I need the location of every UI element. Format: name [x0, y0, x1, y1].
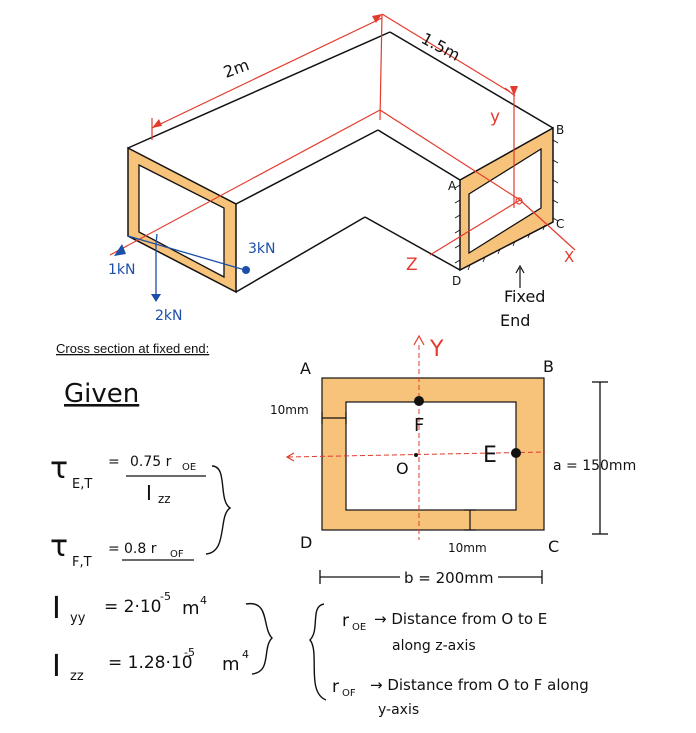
svg-text:F,T: F,T: [72, 555, 92, 570]
svg-text:m: m: [222, 654, 240, 675]
arrow-2kn-head: [151, 294, 161, 302]
label-axis-x-3d: X: [564, 248, 574, 266]
svg-text:OF: OF: [342, 688, 356, 699]
label-wall-bottom: 10mm: [448, 541, 487, 555]
svg-text:zz: zz: [158, 492, 171, 506]
load-vectors: [127, 233, 246, 296]
brace-inertia: [245, 603, 273, 675]
svg-text:y-axis: y-axis: [378, 702, 419, 718]
svg-text:OF: OF: [170, 549, 184, 560]
arrow-1kn-head: [114, 244, 126, 256]
label-axis-z-3d: Z: [406, 255, 418, 275]
fixed-end-arrow: [515, 264, 525, 288]
cross-section: [285, 334, 546, 540]
svg-text:OE: OE: [182, 462, 196, 473]
label-point-d: D: [452, 274, 461, 288]
svg-text:zz: zz: [70, 669, 84, 684]
cs-corner-b: B: [543, 357, 554, 376]
svg-text:r: r: [332, 677, 339, 697]
label-length-1-5m: 1.5m: [418, 29, 463, 65]
svg-text:0.8 r: 0.8 r: [124, 541, 157, 557]
svg-text:m: m: [182, 598, 200, 619]
beam-edges: [127, 31, 554, 293]
svg-text:→ Distance from O to F along: → Distance from O to F along: [370, 676, 589, 694]
label-end: End: [500, 311, 530, 330]
label-point-c: C: [556, 217, 564, 231]
arrow-3kn-head: [242, 266, 250, 274]
svg-text:= 2·10: = 2·10: [104, 597, 162, 617]
svg-text:r: r: [342, 611, 349, 631]
label-load-2kn: 2kN: [155, 308, 183, 324]
axis-y-arrow: [413, 334, 425, 346]
label-fixed: Fixed: [504, 287, 545, 306]
svg-text:-5: -5: [184, 646, 195, 659]
cs-axis-y-label: Y: [429, 337, 444, 362]
equation-iyy: I yy = 2·10 -5 m 4: [52, 590, 207, 626]
svg-text:I: I: [52, 649, 61, 684]
equation-tau-e: τ E,T = 0.75 r OE I zz: [50, 451, 206, 506]
note-rof: r OF → Distance from O to F along y-axis: [332, 676, 589, 718]
svg-text:=: =: [108, 541, 120, 557]
beam-3d: [127, 31, 559, 294]
svg-text:=: =: [108, 454, 120, 470]
cs-corner-d: D: [300, 533, 312, 552]
svg-text:yy: yy: [70, 611, 86, 626]
cross-section-inner: [345, 401, 517, 511]
cs-label-o: O: [396, 459, 409, 478]
cross-section-heading: Cross section at fixed end:: [56, 341, 209, 356]
equation-tau-f: τ F,T = 0.8 r OF: [50, 529, 194, 570]
point-f-dot: [414, 396, 424, 406]
svg-text:τ: τ: [50, 451, 68, 486]
svg-text:I: I: [52, 591, 61, 626]
point-o-dot: [414, 453, 418, 457]
given-title: Given: [64, 379, 139, 409]
cs-label-e: E: [483, 443, 497, 468]
label-point-b: B: [556, 123, 564, 137]
wall-thickness-markers: [321, 412, 476, 531]
cs-label-f: F: [414, 415, 424, 436]
label-point-a: A: [448, 179, 457, 193]
fixed-end-hole: [468, 147, 542, 255]
label-axis-y-3d: y: [490, 107, 500, 127]
cs-corner-a: A: [300, 359, 311, 378]
svg-text:→ Distance from O to E: → Distance from O to E: [374, 610, 547, 628]
svg-text:= 1.28·10: = 1.28·10: [108, 653, 193, 673]
dim-b-line: [319, 570, 543, 584]
brace-tau: [205, 465, 232, 555]
fixed-support-hatching: [454, 139, 559, 271]
equation-izz: I zz = 1.28·10 -5 m 4: [52, 646, 249, 684]
label-load-3kn: 3kN: [248, 241, 276, 257]
label-load-1kn: 1kN: [108, 262, 136, 278]
note-roe: r OE → Distance from O to E along z-axis: [342, 610, 547, 654]
svg-text:E,T: E,T: [72, 477, 92, 492]
svg-text:along z-axis: along z-axis: [392, 638, 476, 654]
svg-text:I: I: [146, 481, 152, 505]
free-end-hole: [138, 163, 225, 279]
dim-a-line: [592, 381, 608, 535]
label-dim-b: b = 200mm: [404, 569, 493, 587]
svg-text:τ: τ: [50, 529, 68, 564]
dim-arrowheads: [152, 14, 518, 128]
cs-corner-c: C: [548, 537, 559, 556]
label-dim-a: a = 150mm: [553, 458, 636, 474]
svg-text:-5: -5: [160, 590, 171, 603]
axis-z-arrow: [285, 452, 295, 462]
red-construction-lines: [109, 13, 576, 256]
svg-text:4: 4: [200, 594, 207, 607]
point-e-dot: [511, 448, 521, 458]
label-wall-left: 10mm: [270, 403, 309, 417]
svg-text:4: 4: [242, 648, 249, 661]
svg-text:0.75 r: 0.75 r: [130, 454, 172, 470]
brace-notes: [309, 603, 327, 701]
label-length-2m: 2m: [221, 55, 252, 82]
svg-text:OE: OE: [352, 622, 366, 633]
